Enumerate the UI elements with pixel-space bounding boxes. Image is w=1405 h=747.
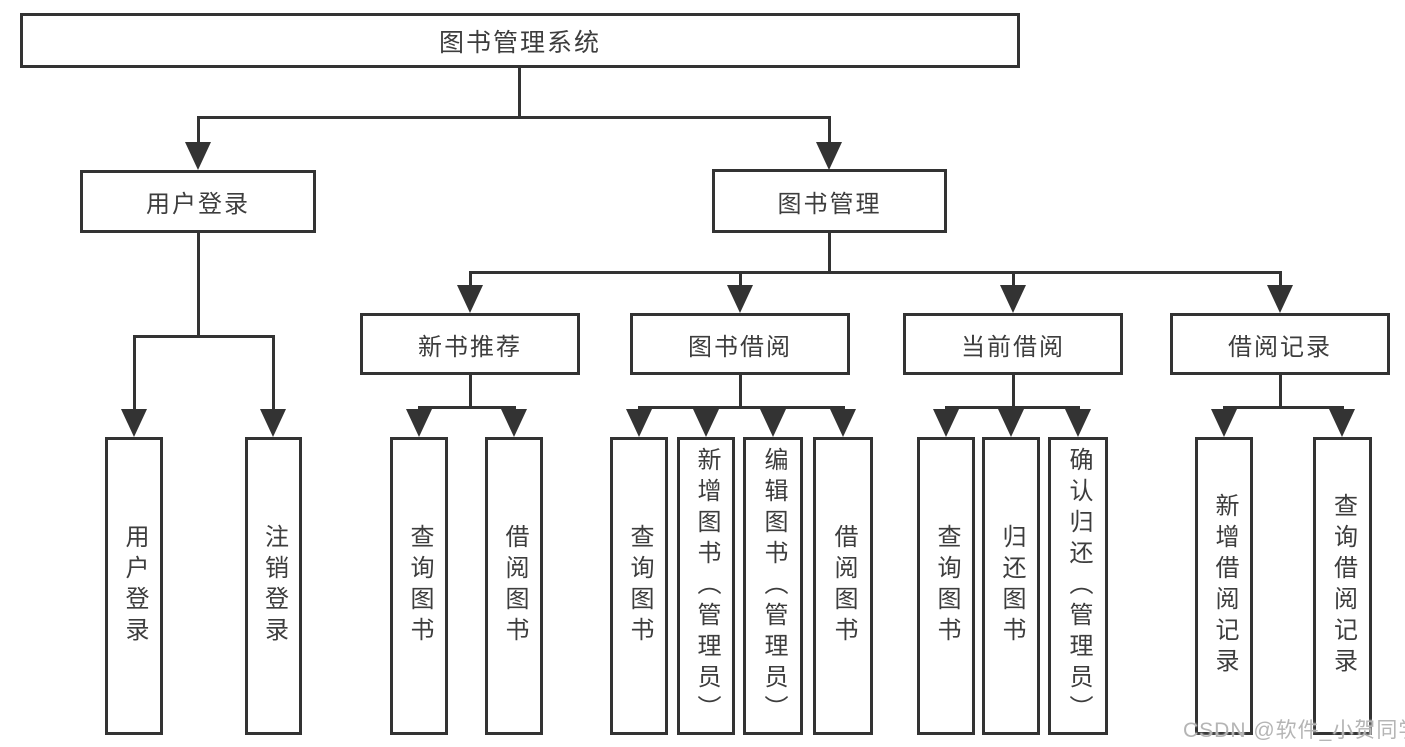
node-label: 借阅图书 bbox=[501, 524, 528, 648]
node-label: 新增借阅记录 bbox=[1211, 493, 1238, 679]
node-label: 用户登录 bbox=[146, 191, 250, 218]
connector-line bbox=[272, 335, 275, 411]
node-label: 查询图书 bbox=[406, 524, 433, 648]
leaf-borrow-books-recommend: 借阅图书 bbox=[485, 437, 543, 735]
node-label: 当前借阅 bbox=[961, 333, 1065, 361]
leaf-query-borrow-record: 查询借阅记录 bbox=[1313, 437, 1372, 735]
leaf-add-borrow-record: 新增借阅记录 bbox=[1195, 437, 1253, 735]
arrow-down-icon bbox=[185, 142, 211, 170]
leaf-query-books-current: 查询图书 bbox=[917, 437, 975, 735]
node-label: 注销登录 bbox=[260, 524, 288, 648]
arrow-down-icon bbox=[1267, 285, 1293, 313]
node-label: 借阅图书 bbox=[830, 524, 857, 648]
connector-line bbox=[469, 271, 1281, 274]
node-book-borrowing: 图书借阅 bbox=[630, 313, 850, 375]
connector-line bbox=[828, 233, 831, 273]
arrow-down-icon bbox=[121, 409, 147, 437]
node-label: 用户登录 bbox=[121, 524, 148, 648]
connector-line bbox=[133, 335, 274, 338]
node-label: 图书管理 bbox=[777, 190, 882, 218]
leaf-return-books: 归还图书 bbox=[982, 437, 1040, 735]
arrow-down-icon bbox=[998, 409, 1024, 437]
leaf-borrow-books: 借阅图书 bbox=[813, 437, 873, 735]
connector-line bbox=[1012, 271, 1015, 287]
arrow-down-icon bbox=[1211, 409, 1237, 437]
node-label: 图书借阅 bbox=[688, 333, 792, 361]
leaf-edit-books-admin: 编辑图书（管理员） bbox=[743, 437, 803, 735]
connector-line bbox=[197, 116, 200, 144]
connector-line bbox=[197, 116, 831, 119]
connector-line bbox=[828, 116, 831, 144]
leaf-query-books-borrowing: 查询图书 bbox=[610, 437, 668, 735]
connector-line bbox=[133, 335, 136, 411]
connector-line bbox=[739, 271, 742, 287]
arrow-down-icon bbox=[260, 409, 286, 437]
arrow-down-icon bbox=[933, 409, 959, 437]
leaf-add-books-admin: 新增图书（管理员） bbox=[677, 437, 735, 735]
node-label: 借阅记录 bbox=[1228, 333, 1332, 361]
arrow-down-icon bbox=[1065, 409, 1091, 437]
arrow-down-icon bbox=[727, 285, 753, 313]
connector-line bbox=[739, 375, 742, 408]
connector-line bbox=[518, 68, 521, 118]
arrow-down-icon bbox=[1329, 409, 1355, 437]
node-current-borrowing: 当前借阅 bbox=[903, 313, 1123, 375]
node-label: 查询图书 bbox=[626, 524, 653, 648]
node-label: 确认归还（管理员） bbox=[1065, 446, 1092, 726]
arrow-down-icon bbox=[501, 409, 527, 437]
node-label: 查询图书 bbox=[933, 524, 960, 648]
leaf-logout: 注销登录 bbox=[245, 437, 302, 735]
node-new-book-recommend: 新书推荐 bbox=[360, 313, 580, 375]
leaf-user-login: 用户登录 bbox=[105, 437, 163, 735]
connector-line bbox=[197, 233, 200, 337]
node-book-management: 图书管理 bbox=[712, 169, 947, 233]
node-label: 查询借阅记录 bbox=[1329, 493, 1357, 679]
node-label: 新增图书（管理员） bbox=[693, 446, 720, 726]
connector-line bbox=[638, 406, 845, 409]
node-user-login: 用户登录 bbox=[80, 170, 316, 233]
arrow-down-icon bbox=[406, 409, 432, 437]
leaf-confirm-return-admin: 确认归还（管理员） bbox=[1048, 437, 1108, 735]
connector-line bbox=[1012, 375, 1015, 408]
node-label: 归还图书 bbox=[998, 524, 1025, 648]
node-borrowing-records: 借阅记录 bbox=[1170, 313, 1390, 375]
csdn-watermark: CSDN @软件_小贺同学 bbox=[1183, 719, 1405, 742]
connector-line bbox=[1279, 375, 1282, 408]
leaf-query-books-recommend: 查询图书 bbox=[390, 437, 448, 735]
node-label: 图书管理系统 bbox=[438, 28, 601, 57]
arrow-down-icon bbox=[760, 409, 786, 437]
node-root-library-system: 图书管理系统 bbox=[20, 13, 1020, 68]
connector-line bbox=[469, 375, 472, 408]
arrow-down-icon bbox=[457, 285, 483, 313]
arrow-down-icon bbox=[693, 409, 719, 437]
arrow-down-icon bbox=[1000, 285, 1026, 313]
arrow-down-icon bbox=[816, 142, 842, 170]
connector-line bbox=[1223, 406, 1344, 409]
connector-line bbox=[469, 271, 472, 287]
node-label: 新书推荐 bbox=[418, 333, 522, 361]
connector-line bbox=[1279, 271, 1282, 287]
arrow-down-icon bbox=[830, 409, 856, 437]
arrow-down-icon bbox=[626, 409, 652, 437]
connector-line bbox=[418, 406, 516, 409]
node-label: 编辑图书（管理员） bbox=[760, 446, 787, 726]
